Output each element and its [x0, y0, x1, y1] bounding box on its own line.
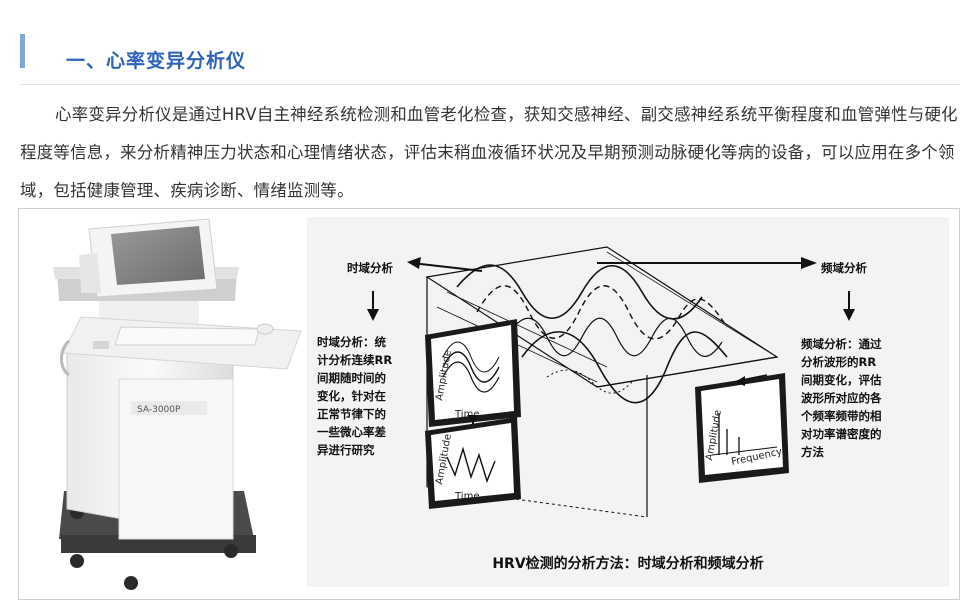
frequency-panel: Frequency Amplitude — [695, 373, 789, 483]
figure-frame: SA-3000P — [18, 208, 960, 600]
freq-domain-title: 频域分析 — [821, 261, 867, 275]
freq-domain-description: 频域分析：通过 分析波形的RR 间期变化，评估 波形所对应的各 个频率频带的相 … — [801, 337, 882, 459]
device-model-label: SA-3000P — [137, 405, 181, 415]
diagram-caption: HRV检测的分析方法：时域分析和频域分析 — [492, 556, 764, 572]
time-panel-2: Time Amplitude — [425, 417, 521, 509]
time-panel-1: Time Amplitude — [425, 319, 521, 427]
panel2-time-label: Time — [454, 491, 479, 502]
hrv-device-image: SA-3000P — [53, 218, 302, 590]
title-divider — [20, 84, 960, 85]
panel1-time-label: Time — [454, 409, 479, 420]
section-title: 一、心率变异分析仪 — [66, 50, 247, 72]
hrv-analysis-diagram: Time Amplitude Time Amplitude — [307, 217, 949, 587]
time-domain-title: 时域分析 — [347, 261, 393, 275]
diagram-graphics: Time Amplitude Time Amplitude — [367, 246, 855, 518]
intro-paragraph: 心率变异分析仪是通过HRV自主神经系统检测和血管老化检查，获知交感神经、副交感神… — [20, 105, 958, 200]
time-domain-description: 时域分析：统 计分析连续RR 间期随时间的 变化，针对在 正常节律下的 一些微心… — [317, 335, 393, 457]
section-marker-bar — [20, 34, 25, 68]
